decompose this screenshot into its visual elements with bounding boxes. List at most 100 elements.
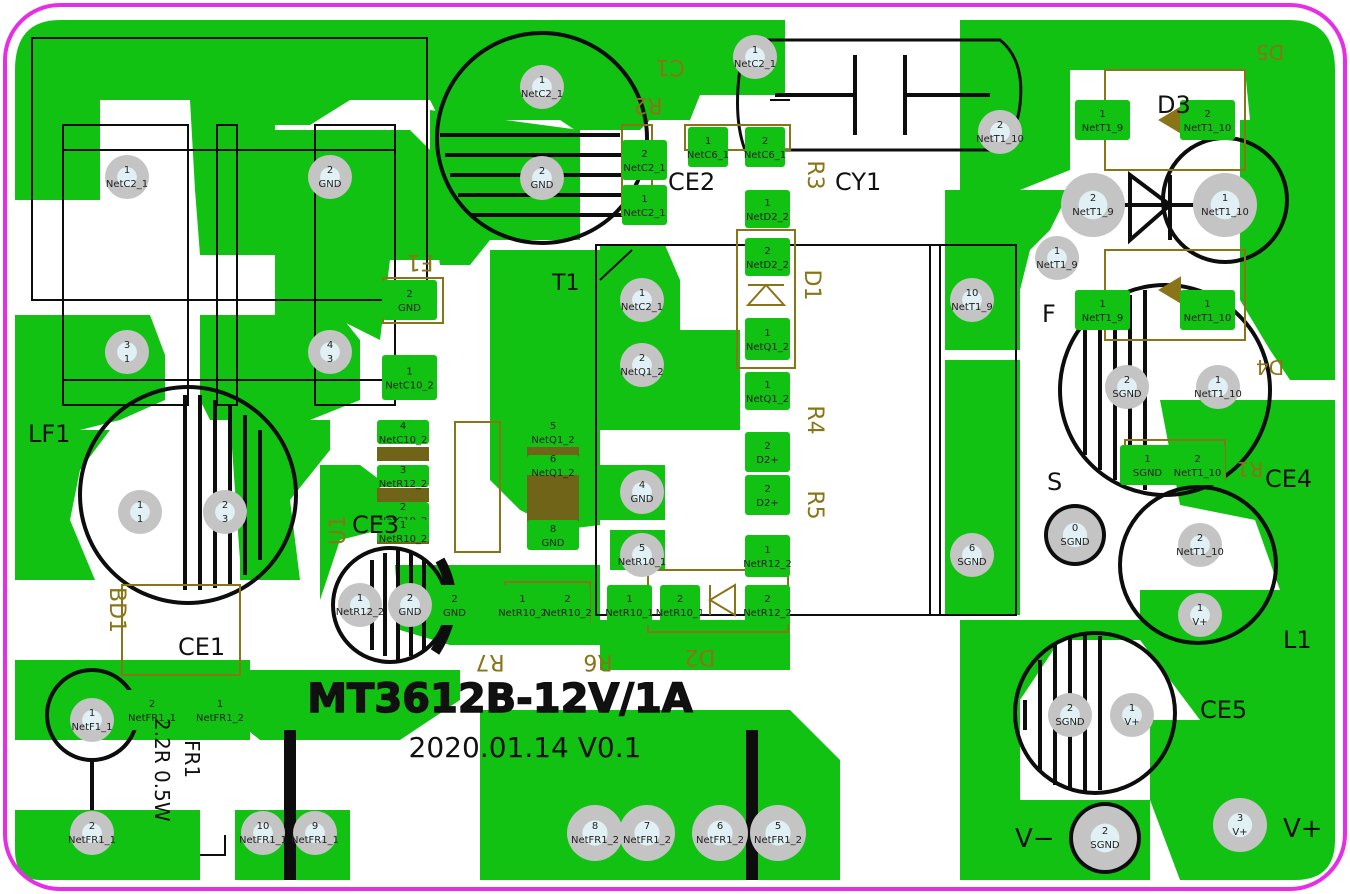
pad-number: 0 <box>1072 523 1078 534</box>
smd-pad-net-label: NetC10_2 <box>379 435 428 446</box>
pad-number: 1 <box>639 288 645 299</box>
copper-pour <box>15 315 165 430</box>
pad-net-label: NetFR1_2 <box>623 835 671 846</box>
pad-drill <box>1122 705 1142 725</box>
smd-pad-net-label: NetR12_2 <box>379 479 428 490</box>
smd-land <box>745 535 790 577</box>
copper-pour <box>960 620 1140 800</box>
pad-net-label: GND <box>319 179 342 190</box>
smd-pad-net-label: NetR10_2 <box>498 608 547 619</box>
pad-net-label: GND <box>531 180 554 191</box>
silk-designator: F <box>1042 300 1056 328</box>
pad-drill <box>253 823 273 843</box>
pad-number: 1 <box>357 593 363 604</box>
silk-designator: D3 <box>1157 91 1191 119</box>
smd-pad-number: 1 <box>764 380 770 391</box>
smd-pad-net-label: NetQ1_2 <box>746 394 789 405</box>
smd-land <box>745 190 790 228</box>
pad-net-label: 3 <box>222 514 228 525</box>
pad-net-label: SGND <box>1055 717 1085 728</box>
board-date-version: 2020.01.14 V0.1 <box>409 731 642 764</box>
pad-number: 1 <box>1215 375 1221 386</box>
pad-number: 1 <box>1222 193 1228 204</box>
smd-pad-number: 2 <box>149 699 155 710</box>
smd-pad-number: 2 <box>406 289 412 300</box>
pad-net-label: NetR10_1 <box>618 557 667 568</box>
silk-designator: LF1 <box>28 420 70 448</box>
pad-drill <box>634 820 660 846</box>
refdes-label: R1 <box>1237 457 1264 481</box>
refdes-label: D2 <box>685 644 716 669</box>
smd-pad-net-label: NetT1_10 <box>1184 123 1232 134</box>
smd-land <box>377 502 429 524</box>
pad-net-label: 1 <box>137 514 143 525</box>
lf1-core-right <box>314 124 396 406</box>
pad-net-label: V+ <box>1192 617 1207 628</box>
refdes-label: F1 <box>407 249 434 274</box>
refdes-label: R7 <box>475 649 504 674</box>
pad-drill <box>82 710 102 730</box>
smd-pad: 2D2+ <box>745 475 790 515</box>
pad-drill <box>400 595 420 615</box>
smd-pad-net-label: NetQ1_2 <box>531 468 574 479</box>
pad-drill <box>632 290 652 310</box>
pad-drill <box>532 168 552 188</box>
smd-land <box>745 475 790 515</box>
pad-drill <box>707 820 733 846</box>
u1-outline <box>454 421 501 553</box>
smd-pad: 2D2+ <box>745 432 790 472</box>
pad-net-label: NetC2_1 <box>734 59 776 70</box>
pad-net-label: NetT1_10 <box>1194 389 1242 400</box>
smd-land <box>190 690 250 730</box>
pad: 3V+ <box>1213 798 1267 852</box>
pad-drill <box>962 545 982 565</box>
pad: 1V+ <box>1110 693 1154 737</box>
pad-drill <box>765 820 791 846</box>
smd-land <box>527 520 579 550</box>
pad-net-label: NetT1_10 <box>976 134 1024 145</box>
smd-pad-number: 1 <box>705 136 711 147</box>
smd-land <box>745 372 790 410</box>
pad-net-label: NetC2_1 <box>621 302 663 313</box>
smd-land <box>527 455 579 475</box>
silk-designator: S <box>1047 468 1062 496</box>
smd-pad-number: 8 <box>550 524 556 535</box>
smd-land <box>377 520 429 542</box>
pad-drill <box>1047 248 1067 268</box>
smd-pad-net-label: NetR10_2 <box>543 608 592 619</box>
copper-pour <box>235 670 460 740</box>
smd-land <box>122 690 182 730</box>
pad-net-label: SGND <box>1060 537 1090 548</box>
smd-land <box>1120 445 1175 485</box>
smd-pad-number: 2 <box>677 594 683 605</box>
pad-drill <box>1190 605 1210 625</box>
copper-pour <box>430 110 580 265</box>
smd-pad-number: 1 <box>764 328 770 339</box>
smd-pad-number: 4 <box>400 421 406 432</box>
smd-pad-net-label: NetT1_10 <box>1174 468 1222 479</box>
smd-pad-net-label: D2+ <box>756 455 778 466</box>
smd-pad-net-label: NetC10_2 <box>385 381 434 392</box>
corner-mark <box>200 835 226 856</box>
smd-pad-net-label: GND <box>542 538 565 549</box>
pad-number: 1 <box>1129 703 1135 714</box>
smd-pad-number: 1 <box>217 699 223 710</box>
